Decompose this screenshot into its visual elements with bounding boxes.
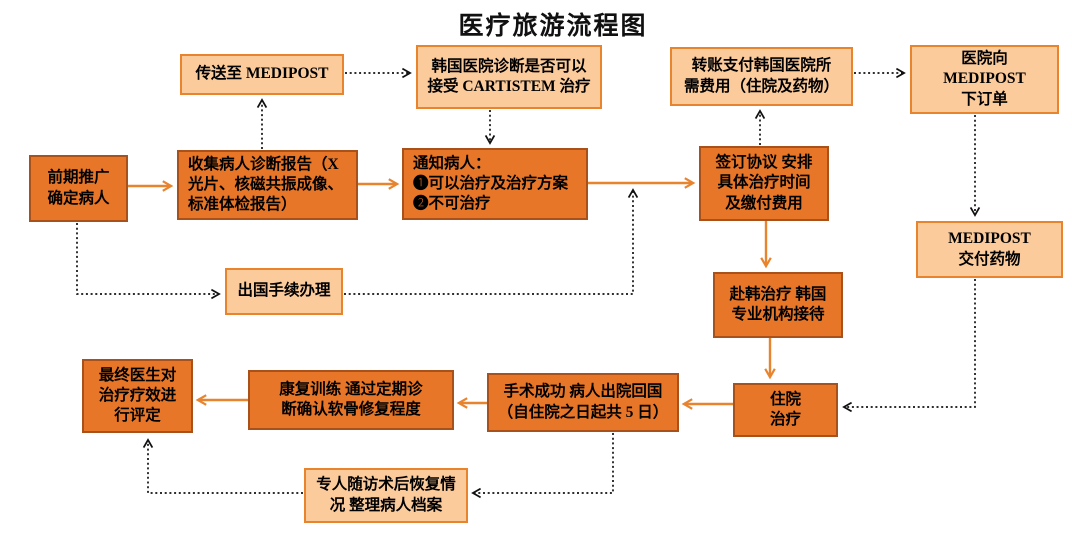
arrow-followup-to-evaluation	[142, 438, 303, 494]
node-hospitalization: 住院 治疗	[733, 383, 838, 437]
node-surgery-success: 手术成功 病人出院回国 （自住院之日起共 5 日）	[487, 373, 679, 432]
node-collect-reports: 收集病人诊断报告（X 光片、核磁共振成像、 标准体检报告）	[177, 150, 358, 220]
arrow-surgery-to-followup	[471, 433, 614, 499]
node-exit-procedures: 出国手续办理	[225, 268, 343, 315]
node-notify-patient: 通知病人： ❶可以治疗及治疗方案 ❷不可治疗	[402, 148, 588, 220]
node-final-evaluation: 最终医生对 治疗疗效进 行评定	[82, 359, 193, 433]
dotted-arrows	[76, 67, 981, 499]
node-medipost-delivery: MEDIPOST 交付药物	[916, 221, 1063, 278]
node-early-promotion: 前期推广 确定病人	[29, 155, 128, 222]
node-transfer-payment: 转账支付韩国医院所 需费用（住院及药物）	[670, 47, 853, 106]
node-hospital-order: 医院向 MEDIPOST 下订单	[910, 45, 1059, 114]
arrow-delivery-to-hospitalization	[842, 279, 976, 413]
node-send-medipost: 传送至 MEDIPOST	[180, 54, 344, 95]
solid-arrows	[128, 177, 776, 410]
node-korea-reception: 赴韩治疗 韩国 专业机构接待	[713, 272, 843, 338]
node-korea-diagnosis: 韩国医院诊断是否可以 接受 CARTISTEM 治疗	[416, 45, 602, 109]
node-follow-up: 专人随访术后恢复情 况 整理病人档案	[304, 468, 468, 523]
page-title: 医疗旅游流程图	[458, 13, 648, 40]
node-sign-agreement: 签订协议 安排 具体治疗时间 及缴付费用	[699, 146, 829, 221]
arrow-exit-to-main-flow	[344, 188, 639, 295]
arrow-promotion-to-exit	[76, 223, 221, 300]
node-rehab-training: 康复训练 通过定期诊 断确认软骨修复程度	[248, 370, 454, 430]
